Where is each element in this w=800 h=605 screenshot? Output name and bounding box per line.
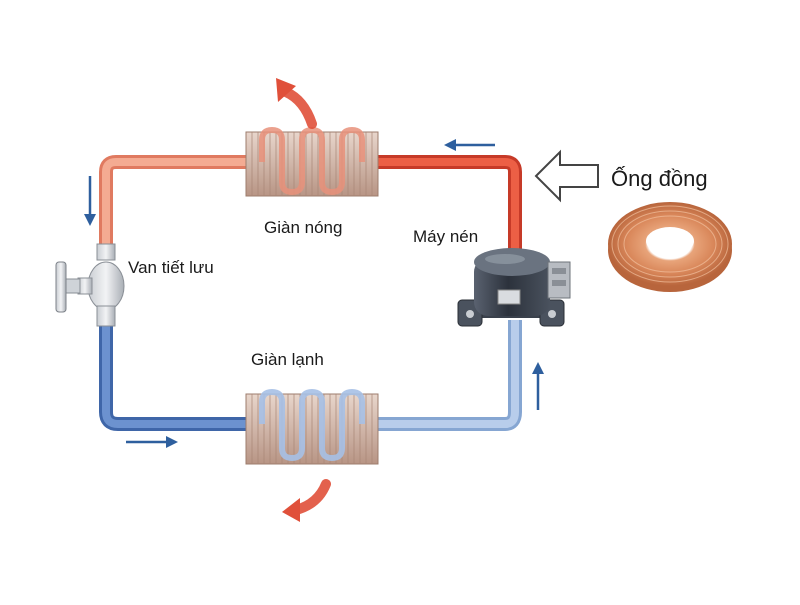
pipe-bottom-right <box>375 320 522 431</box>
cold-coil-icon <box>245 388 379 465</box>
heat-arrow-down <box>282 479 331 522</box>
flow-arrow-left-top <box>444 139 495 151</box>
heat-arrow-up <box>276 78 317 129</box>
label-copper-pipe: Ống đồng <box>611 166 708 191</box>
pipe-top-right <box>375 155 522 252</box>
pipe-top-left <box>99 155 250 250</box>
hollow-arrow-icon <box>534 149 599 203</box>
label-compressor: Máy nén <box>413 227 479 246</box>
label-expansion-valve: Van tiết lưu <box>128 258 214 277</box>
pipe-bottom-left <box>99 320 250 431</box>
flow-arrow-right-bottom <box>126 436 178 448</box>
copper-coil-icon <box>608 202 732 292</box>
flow-arrow-down-left <box>84 176 96 226</box>
hot-coil-icon <box>245 126 379 197</box>
flow-arrow-up-right <box>532 362 544 410</box>
valve-icon <box>55 243 125 327</box>
label-cold-coil: Giàn lạnh <box>251 350 324 369</box>
compressor-icon <box>457 248 571 327</box>
label-hot-coil: Giàn nóng <box>264 218 343 237</box>
